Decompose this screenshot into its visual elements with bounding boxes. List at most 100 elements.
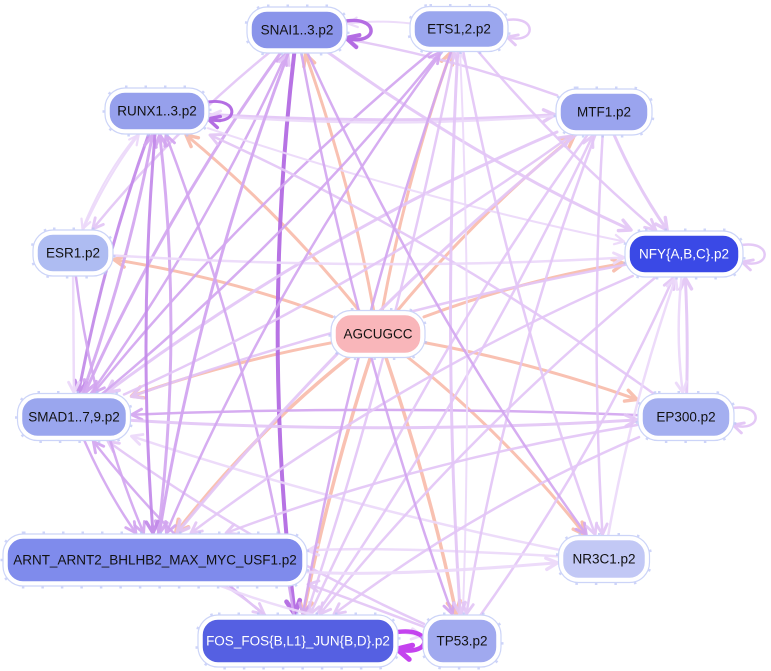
node-agcugcc[interactable]: AGCUGCC (328, 308, 428, 360)
edge-line (422, 341, 639, 401)
node-arnt[interactable]: ARNT_ARNT2_BHLHB2_MAX_MYC_USF1.p2 (0, 531, 310, 589)
edge-arrowhead (130, 407, 144, 421)
node-anchor-ticks (195, 612, 401, 670)
edge-arrowhead (128, 133, 140, 147)
edge-smad-to-ep300 (128, 413, 639, 430)
edge-line (465, 132, 597, 616)
self-loop-line (500, 18, 531, 40)
edge-runx-to-nfy (207, 127, 626, 246)
edge-mtf1-to-nr3c1 (595, 132, 609, 536)
edge-line (224, 423, 641, 535)
edge-arrowhead (544, 556, 560, 572)
node-body (201, 618, 395, 664)
edge-line (71, 273, 76, 394)
edge-mtf1-to-nfy (612, 132, 669, 232)
edge-runx-to-arnt (144, 131, 160, 535)
edge-arrowhead (208, 133, 223, 146)
edge-line (110, 254, 626, 266)
node-anchor-ticks (407, 4, 511, 54)
node-anchor-ticks (328, 308, 428, 360)
edge-arrowhead (318, 601, 333, 616)
node-body (426, 618, 498, 664)
node-anchor-ticks (0, 531, 310, 589)
edge-line (208, 133, 657, 396)
edge-snai-to-nr3c1 (305, 50, 588, 536)
edge-arrowhead (298, 601, 312, 616)
edge-line (80, 133, 154, 396)
edge-arrowhead (130, 433, 145, 446)
edge-line (347, 20, 412, 25)
edge-arrowhead (622, 388, 639, 403)
edge-line (314, 134, 594, 618)
edge-line (461, 49, 597, 536)
edge-line (606, 276, 677, 538)
edge-line (144, 131, 157, 535)
edge-line (383, 354, 459, 616)
edge-arrowhead (130, 386, 145, 400)
node-anchor-ticks (635, 391, 737, 443)
edge-line (478, 276, 675, 618)
edge-line (81, 134, 140, 232)
edge-snai-to-fos (275, 50, 303, 617)
node-runx[interactable]: RUNX1..3.p2 (102, 85, 212, 137)
edge-line (612, 132, 669, 232)
edge-line (304, 561, 559, 575)
edge-arnt-to-nr3c1 (304, 556, 560, 575)
edge-agcugcc-to-ets (380, 50, 455, 313)
node-anchor-ticks (622, 228, 746, 280)
node-body (559, 92, 649, 132)
edge-nr3c1-to-smad (130, 433, 561, 552)
edge-line (304, 52, 376, 313)
edge-esr1-to-smad (67, 273, 81, 394)
edge-arrowhead (616, 218, 633, 233)
node-ep300[interactable]: EP300.p2 (635, 391, 737, 443)
node-body (108, 91, 206, 131)
node-snai[interactable]: SNAI1..3.p2 (244, 4, 350, 56)
edge-smad-to-arnt (82, 438, 138, 535)
edge-line (82, 438, 138, 535)
edge-arrowhead (164, 520, 177, 535)
node-body (6, 537, 304, 583)
edge-mtf1-to-smad (105, 130, 559, 395)
edge-line (683, 276, 689, 396)
edge-line (81, 132, 140, 230)
edge-arrowhead (654, 215, 669, 232)
node-mtf1[interactable]: MTF1.p2 (553, 86, 655, 138)
edge-line (100, 51, 442, 396)
node-tp53[interactable]: TP53.p2 (420, 612, 504, 670)
edge-arrowhead (740, 258, 755, 272)
node-body (36, 233, 110, 273)
edge-arrowhead (674, 380, 689, 394)
node-fos[interactable]: FOS_FOS{B,L1}_JUN{B,D}.p2 (195, 612, 401, 670)
node-ets[interactable]: ETS1,2.p2 (407, 4, 511, 54)
edge-line (332, 435, 641, 616)
edge-arrowhead (595, 522, 609, 536)
edge-arrowhead (612, 233, 626, 246)
edge-line (165, 49, 445, 535)
edge-line (449, 49, 462, 616)
edge-line (189, 274, 634, 535)
edge-arrowhead (175, 518, 191, 535)
edge-line (92, 49, 435, 394)
edge-arrowhead (585, 521, 599, 536)
edge-arrowhead (505, 33, 520, 47)
node-nfy[interactable]: NFY{A,B,C}.p2 (622, 228, 746, 280)
edge-arrowhead (105, 379, 121, 395)
node-esr1[interactable]: ESR1.p2 (30, 227, 116, 279)
edge-ets-to-arnt (164, 49, 445, 535)
self-loop-line (726, 406, 757, 428)
edge-line (130, 408, 641, 417)
self-loop-line (339, 18, 373, 42)
edge-line (677, 274, 685, 394)
node-body (413, 9, 505, 49)
edge-ep300-to-runx (208, 133, 657, 396)
node-body (561, 538, 647, 580)
node-smad[interactable]: SMAD1..7,9.p2 (15, 391, 133, 443)
edge-arrowhead (67, 380, 81, 394)
edge-arrowhead (612, 251, 626, 265)
edge-arrowhead (163, 133, 176, 148)
node-nr3c1[interactable]: NR3C1.p2 (556, 533, 652, 585)
edge-line (130, 434, 561, 552)
edge-line (306, 547, 561, 558)
